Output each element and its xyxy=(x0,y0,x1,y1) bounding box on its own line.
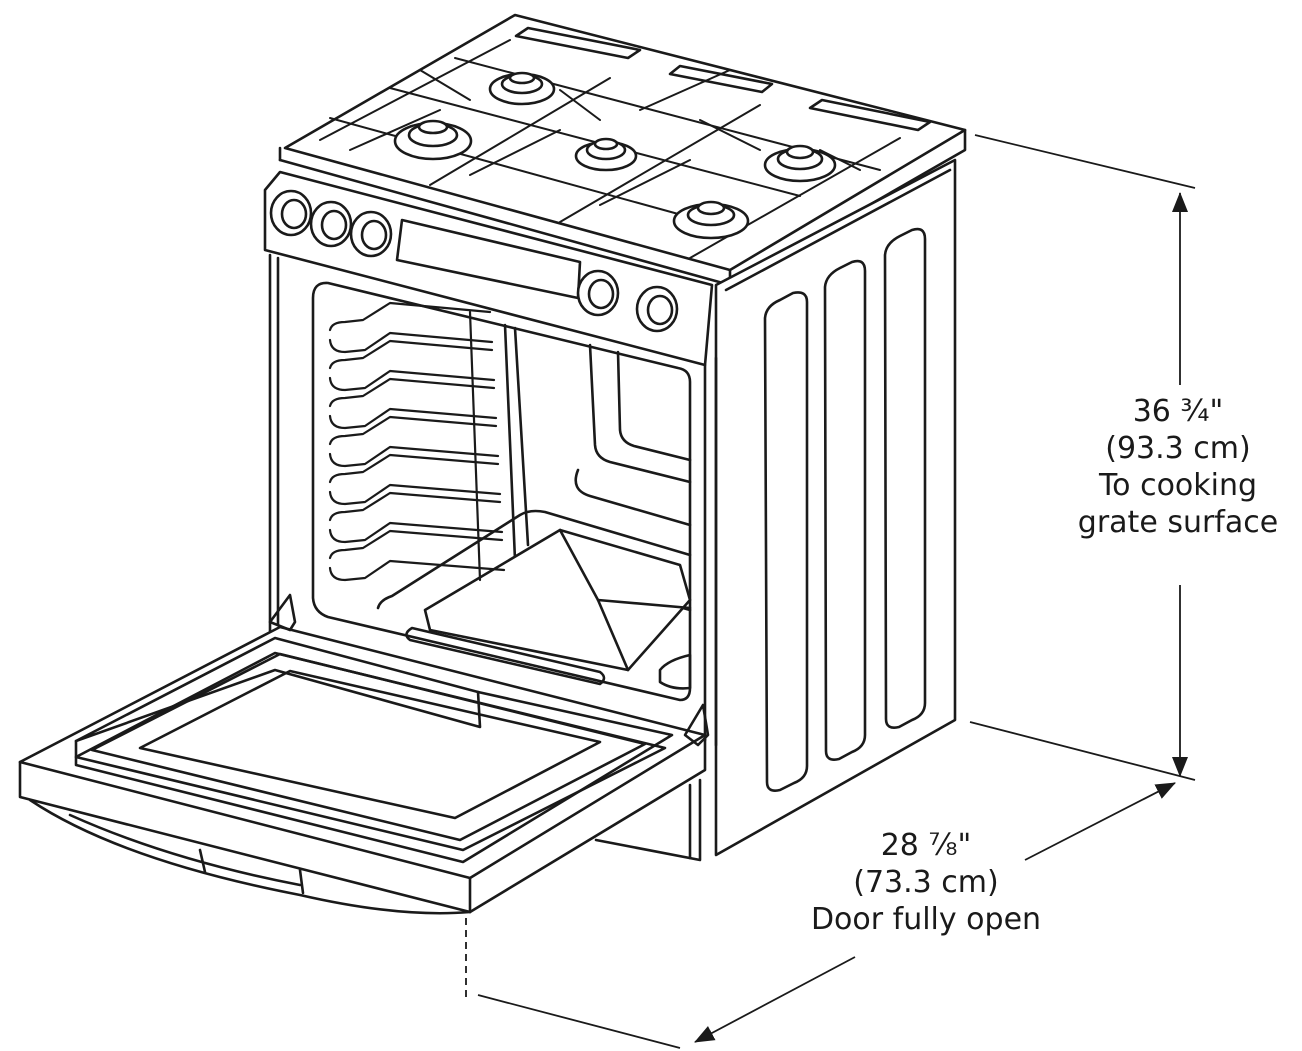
depth-extension-floor xyxy=(477,994,681,1049)
height-extension-top xyxy=(974,134,1196,189)
depth-imperial: 28 ⅞" xyxy=(880,828,972,863)
height-extension-bottom xyxy=(969,721,1196,781)
burner-rear-left xyxy=(488,71,556,106)
burner-rear-right xyxy=(763,144,837,183)
rack-supports xyxy=(328,301,506,582)
control-knob-5[interactable] xyxy=(635,285,679,333)
door-hinge-right xyxy=(683,703,710,747)
oven-door[interactable] xyxy=(18,593,710,915)
cooktop xyxy=(278,13,967,287)
control-knob-3[interactable] xyxy=(349,210,393,258)
rear-vent-right xyxy=(808,98,932,132)
height-imperial: 36 ¾" xyxy=(1132,394,1224,429)
door-hinge-left xyxy=(268,593,297,632)
side-embossing-1 xyxy=(763,291,809,792)
height-dimension-label: 36 ¾" (93.3 cm) To cooking grate surface xyxy=(1060,393,1296,541)
height-note-line2: grate surface xyxy=(1077,505,1279,540)
height-metric: (93.3 cm) xyxy=(1105,431,1251,466)
rear-vent-left xyxy=(514,26,642,60)
control-knob-4[interactable] xyxy=(576,269,620,317)
depth-dimension xyxy=(465,782,1176,1049)
burner-front-right xyxy=(672,200,750,240)
depth-arrow-back xyxy=(1024,782,1176,861)
drawer-base xyxy=(594,778,702,862)
burner-front-left xyxy=(393,119,473,161)
rear-vent-center xyxy=(668,64,774,94)
side-panel xyxy=(714,158,957,857)
side-embossing-2 xyxy=(823,259,867,761)
oven-cavity xyxy=(268,253,718,747)
height-note-line1: To cooking xyxy=(1098,468,1258,503)
burner-center xyxy=(574,137,638,172)
control-knob-1[interactable] xyxy=(269,189,313,237)
depth-metric: (73.3 cm) xyxy=(853,865,999,900)
side-embossing-3 xyxy=(883,227,927,729)
depth-note: Door fully open xyxy=(810,902,1042,937)
depth-arrow-front xyxy=(694,956,856,1043)
height-dimension xyxy=(969,134,1196,781)
control-knob-2[interactable] xyxy=(309,200,353,248)
depth-dimension-label: 28 ⅞" (73.3 cm) Door fully open xyxy=(766,827,1086,938)
